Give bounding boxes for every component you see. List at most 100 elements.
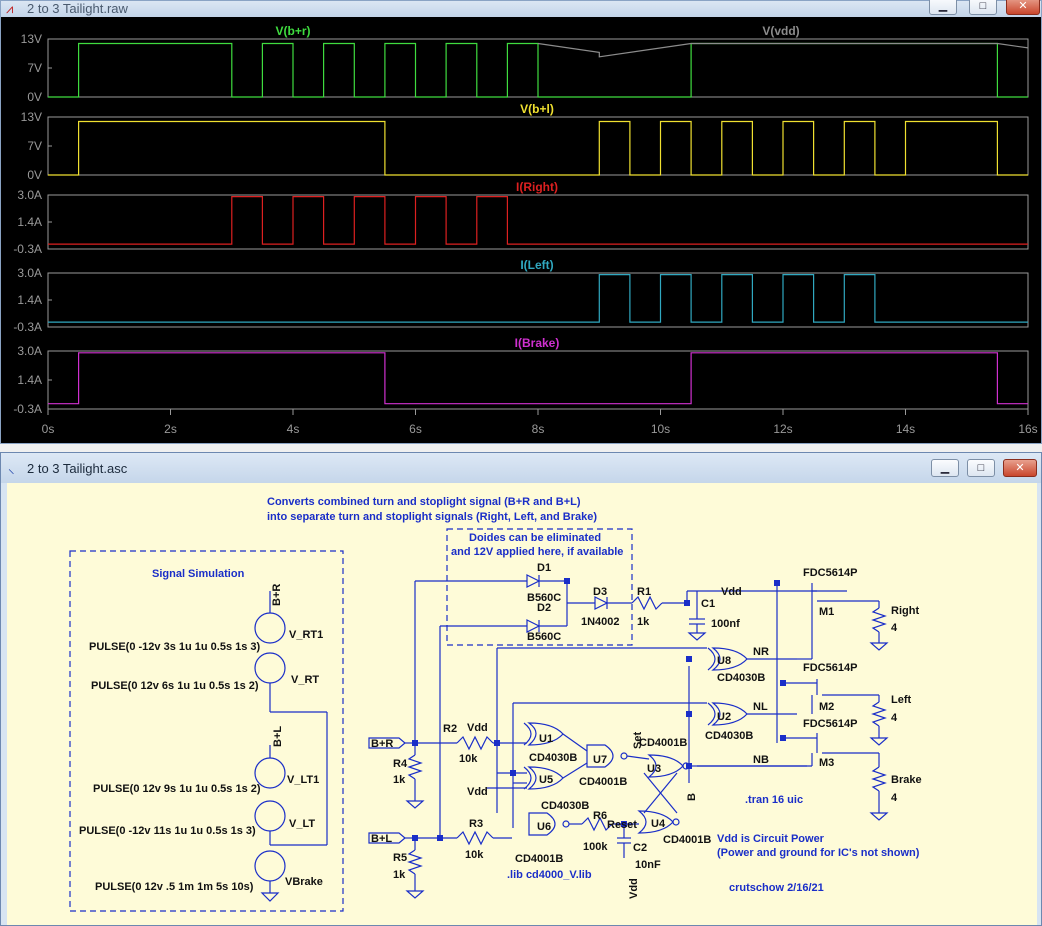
ytick-label: -0.3A [13,320,42,334]
waveform-app-icon: ⩘ [6,1,14,16]
bpl-vertical-label: B+L [272,726,284,747]
m3-type: FDC5614P [803,718,857,730]
ytick-label: -0.3A [13,402,42,416]
right-load-label: Right [891,605,919,617]
trace-ibrake [48,352,1028,405]
xtick-label: 0s [42,422,55,436]
c1-label: C1 [701,598,715,610]
ytick-label: 3.0A [17,344,42,358]
xtick-label: 2s [164,422,177,436]
ytick-label: 7V [27,61,42,75]
waveform-plot-area[interactable]: 13V7V0VV(b+r)V(vdd)13V7V0VV(b+l)3.0A1.4A… [1,17,1041,443]
note-signal-sim: Signal Simulation [152,568,245,580]
note-tran: .tran 16 uic [745,794,803,806]
xtick-label: 4s [287,422,300,436]
r4-label: R4 [393,758,408,770]
vdd-rail-label: Vdd [721,586,742,598]
vdd-label-2: Vdd [467,786,488,798]
d2-label: D2 [537,602,551,614]
c2-value: 10nF [635,859,661,871]
schematic-close-button[interactable]: ✕ [1003,459,1037,477]
trace-vbl [48,120,1028,176]
trace-title: I(Right) [516,180,558,194]
r1-label: R1 [637,586,651,598]
ytick-label: 13V [21,32,42,46]
brake-load-label: Brake [891,774,922,786]
u2-type: CD4030B [705,730,753,742]
r6-label: R6 [593,810,607,822]
r2-label: R2 [443,723,457,735]
waveform-maximize-button[interactable]: □ [969,0,997,15]
schematic-drawing: Converts combined turn and stoplight sig… [69,496,922,912]
schematic-window: ⸜ 2 to 3 Tailight.asc ▁ □ ✕ [0,452,1042,926]
waveform-title: 2 to 3 Tailight.raw [27,1,128,16]
u6-type: CD4001B [515,853,563,865]
schematic-minimize-button[interactable]: ▁ [931,459,959,477]
reset-label: Reset [607,819,637,831]
ytick-label: -0.3A [13,242,42,256]
schematic-titlebar[interactable]: ⸜ 2 to 3 Tailight.asc ▁ □ ✕ [1,453,1041,483]
xtick-label: 16s [1018,422,1037,436]
r5-value: 1k [393,869,406,881]
note-lib: .lib cd4000_V.lib [507,869,592,881]
note-line1: Converts combined turn and stoplight sig… [267,496,581,508]
note-vdd1: Vdd is Circuit Power [717,833,825,845]
r1-value: 1k [637,616,650,628]
m3-label: M3 [819,757,834,769]
u7-label: U7 [593,754,607,766]
src-vlt1-name: V_LT1 [287,774,319,786]
u3-type: CD4001B [639,737,687,749]
ytick-label: 1.4A [17,373,42,387]
left-load-label: Left [891,694,912,706]
d1-value: B560C [527,592,561,604]
note-vdd2: (Power and ground for IC's not shown) [717,847,920,859]
r5-label: R5 [393,852,407,864]
waveform-close-button[interactable]: ✕ [1006,0,1040,15]
mosfet-m2 [783,679,847,714]
src-vlt-name: V_LT [289,818,315,830]
m2-label: M2 [819,701,834,713]
u2-label: U2 [717,711,731,723]
xtick-label: 8s [532,422,545,436]
schematic-maximize-button[interactable]: □ [967,459,995,477]
d3-value: 1N4002 [581,616,620,628]
r6-value: 100k [583,841,608,853]
xtick-label: 10s [651,422,670,436]
trace-iright [48,196,1028,245]
ytick-label: 3.0A [17,188,42,202]
ytick-label: 13V [21,110,42,124]
src-vrt-name: V_RT [291,674,319,686]
waveform-minimize-button[interactable]: ▁ [929,0,957,15]
waveform-titlebar[interactable]: ⩘ 2 to 3 Tailight.raw ▁ □ ✕ [1,0,1041,17]
left-load-value: 4 [891,712,898,724]
src-vrt-value: PULSE(0 12v 6s 1u 1u 0.5s 1s 2) [91,680,259,692]
src-vrt1-name: V_RT1 [289,629,323,641]
d1-label: D1 [537,562,551,574]
schematic-title: 2 to 3 Tailight.asc [27,461,128,476]
trace-vvdd [537,42,1029,58]
src-vlt-value: PULSE(0 -12v 11s 1u 1u 0.5s 1s 3) [79,825,256,837]
vdd-label-3: Vdd [628,878,640,899]
nl-label: NL [753,701,768,713]
input-bpr-label: B+R [371,738,393,750]
m1-label: M1 [819,606,834,618]
d3-label: D3 [593,586,607,598]
pane-frame-2 [47,194,1029,250]
ytick-label: 1.4A [17,293,42,307]
schematic-canvas[interactable]: Converts combined turn and stoplight sig… [7,483,1037,925]
trace-title: I(Brake) [515,336,560,350]
set-label: Set [632,732,644,749]
trace-title: I(Left) [520,258,553,272]
c1-value: 100nf [711,618,740,630]
mosfet-m1 [811,583,847,659]
u6-label: U6 [537,821,551,833]
xtick-label: 6s [409,422,422,436]
signal-sim-box [69,550,344,912]
trace-ileft [48,274,1028,323]
ytick-label: 0V [27,90,42,104]
r3-label: R3 [469,818,483,830]
pane-frame-1 [47,116,1029,176]
trace-title: V(vdd) [762,24,799,38]
src-vrt1-value: PULSE(0 -12v 3s 1u 1u 0.5s 1s 3) [89,641,261,653]
r2-value: 10k [459,753,478,765]
